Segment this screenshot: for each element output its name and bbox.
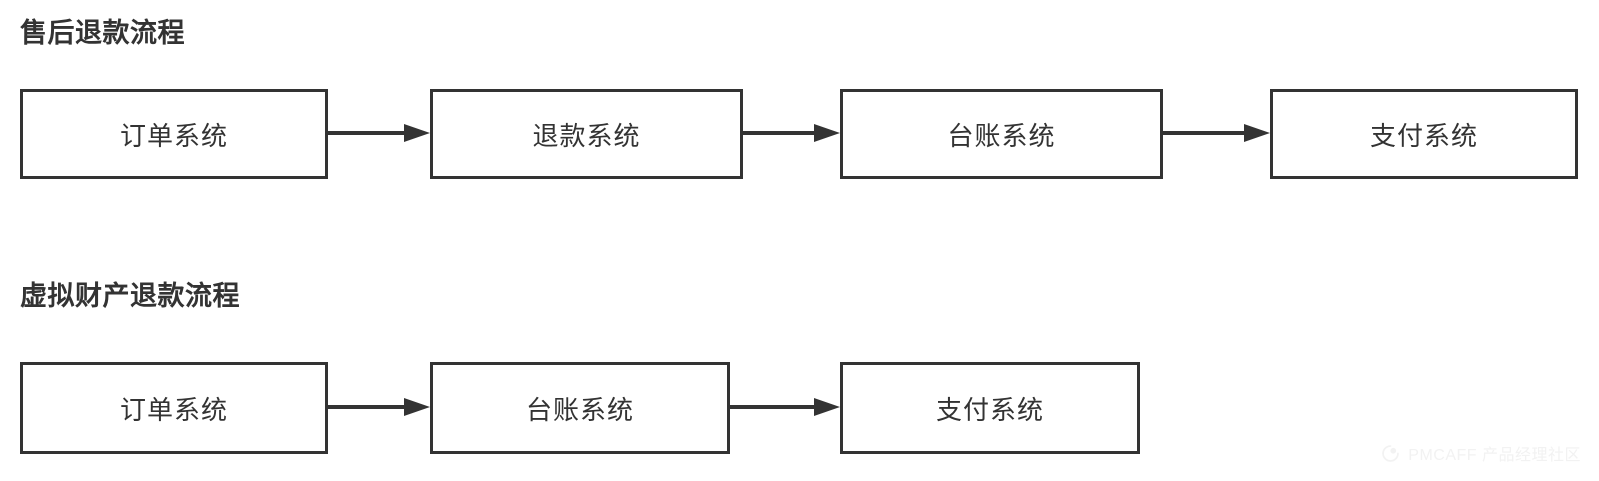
pmcaff-circle-logo-icon — [1382, 444, 1400, 462]
arrow-connector-order-to-ledger — [328, 398, 430, 416]
process-node-order-system[interactable]: 订单系统 — [20, 362, 328, 454]
process-node-order-system[interactable]: 订单系统 — [20, 89, 328, 179]
process-node-label: 支付系统 — [935, 394, 1044, 425]
process-node-label: 订单系统 — [119, 120, 228, 151]
process-node-label: 订单系统 — [119, 394, 228, 425]
process-node-label: 台账系统 — [947, 120, 1056, 151]
process-node-payment-system[interactable]: 支付系统 — [1270, 89, 1578, 179]
flow-row-virtual-property-refund: 订单系统 台账系统 支付系统 — [0, 362, 1599, 454]
process-node-ledger-system[interactable]: 台账系统 — [430, 362, 730, 454]
watermark-text: PMCAFF 产品经理社区 — [1408, 447, 1581, 464]
process-node-label: 台账系统 — [525, 394, 634, 425]
arrow-connector-ledger-to-payment — [730, 398, 840, 416]
arrow-connector-refund-to-ledger — [743, 124, 840, 142]
process-node-label: 支付系统 — [1369, 120, 1478, 151]
process-node-payment-system[interactable]: 支付系统 — [840, 362, 1140, 454]
section-title-virtual-property-refund: 虚拟财产退款流程 — [20, 281, 240, 311]
arrow-connector-ledger-to-payment — [1163, 124, 1270, 142]
process-node-label: 退款系统 — [532, 120, 641, 151]
flow-row-after-sales-refund: 订单系统 退款系统 台账系统 支付系统 — [0, 89, 1599, 179]
process-node-ledger-system[interactable]: 台账系统 — [840, 89, 1163, 179]
process-node-refund-system[interactable]: 退款系统 — [430, 89, 743, 179]
watermark: PMCAFF 产品经理社区 — [1381, 441, 1581, 465]
arrow-connector-order-to-refund — [328, 124, 430, 142]
section-title-after-sales-refund: 售后退款流程 — [20, 18, 185, 48]
